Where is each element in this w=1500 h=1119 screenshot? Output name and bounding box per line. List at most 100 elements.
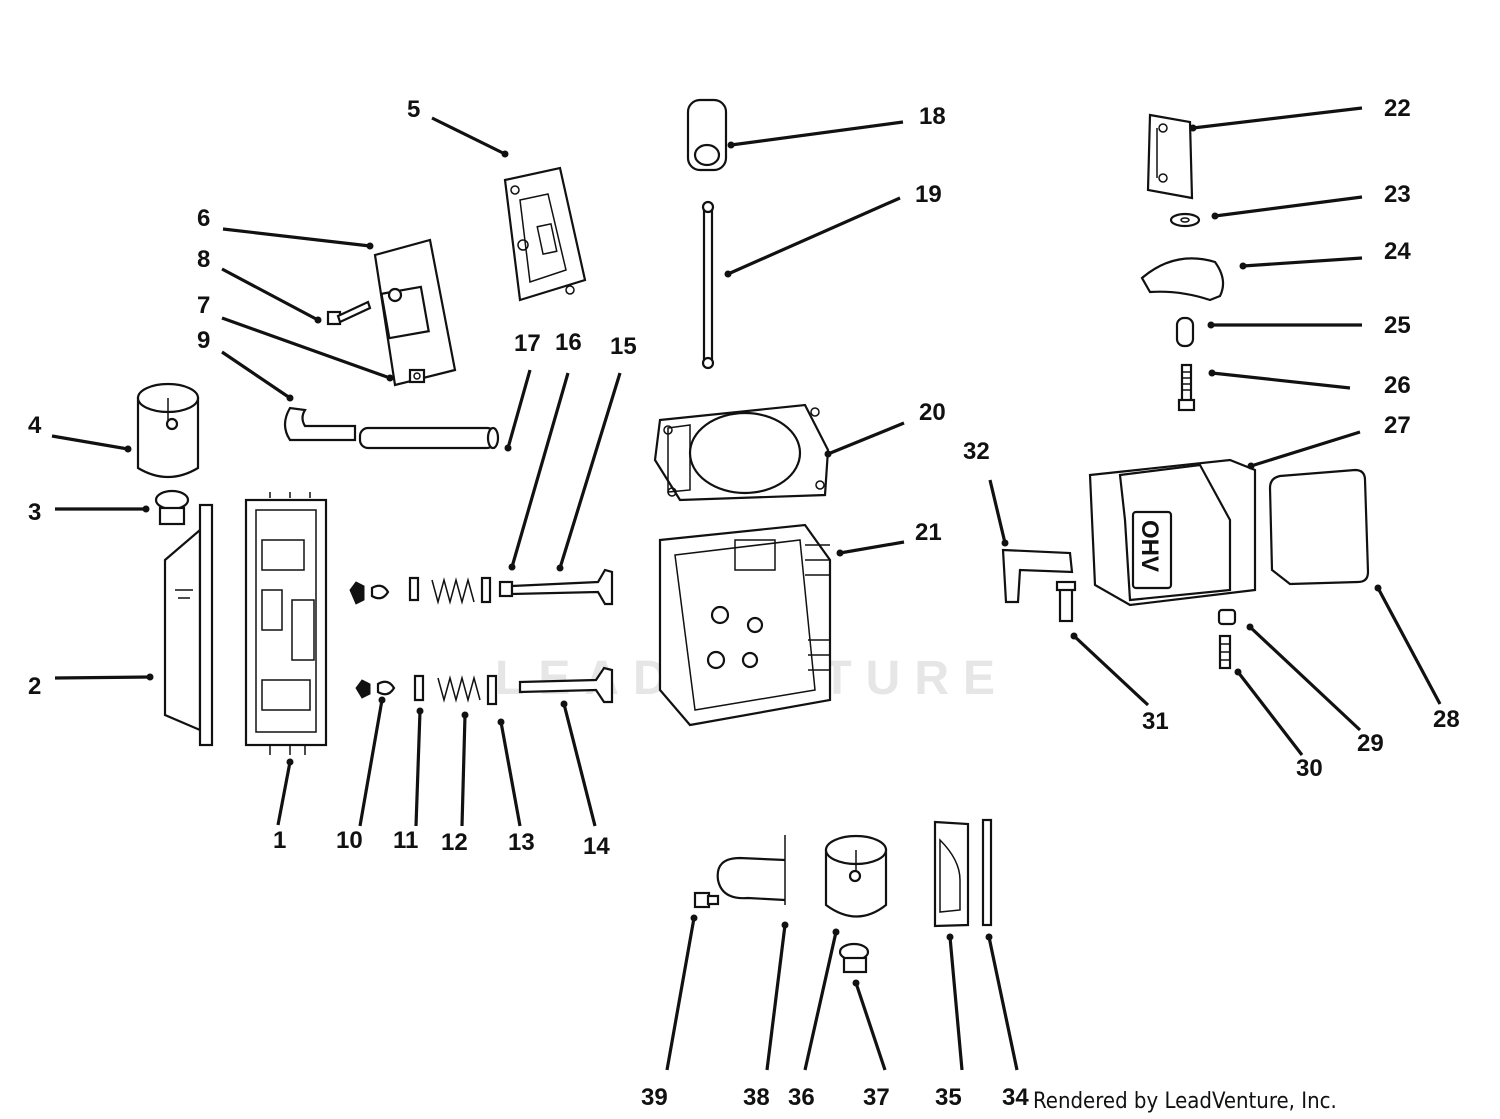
part-label-9: 9 [197, 327, 210, 354]
leader-dot-3 [142, 505, 150, 513]
leader-line-28 [1376, 587, 1442, 705]
leader-line-35 [948, 936, 964, 1071]
part-label-35: 35 [935, 1084, 962, 1111]
leader-line-23 [1214, 195, 1363, 218]
part-label-17: 17 [514, 330, 541, 357]
part-label-13: 13 [508, 829, 535, 856]
leader-line-22 [1192, 106, 1363, 130]
part-label-26: 26 [1384, 372, 1411, 399]
part-label-24: 24 [1384, 238, 1411, 265]
leader-dot-14 [560, 700, 568, 708]
valve-train-lower-drawing [355, 666, 614, 706]
part-17-drawing [358, 426, 500, 450]
part-label-38: 38 [743, 1084, 770, 1111]
part-39-drawing [693, 891, 720, 909]
part-9-drawing [283, 406, 357, 442]
part-label-4: 4 [28, 412, 42, 439]
leader-line-4 [51, 434, 129, 451]
part-29-drawing [1217, 608, 1237, 626]
part-label-2: 2 [28, 673, 41, 700]
leader-line-26 [1211, 371, 1351, 390]
part-label-23: 23 [1384, 181, 1411, 208]
leader-line-39 [665, 917, 696, 1071]
part-22-drawing [1146, 113, 1194, 200]
part-28-drawing [1268, 468, 1370, 586]
leader-line-12 [460, 714, 467, 827]
leader-line-19 [727, 196, 901, 276]
part-number-labels: 1 2 3 4 5 6 7 8 9 10 11 12 13 14 15 16 1… [28, 95, 1460, 1111]
part-label-8: 8 [197, 246, 210, 273]
leader-dot-36 [832, 928, 840, 936]
part-2-drawing [163, 503, 214, 747]
part-label-3: 3 [28, 499, 41, 526]
part-label-39: 39 [641, 1084, 668, 1111]
part-34-drawing [981, 818, 993, 927]
part-6-drawing [373, 238, 457, 387]
leader-dot-20 [824, 450, 832, 458]
leader-line-13 [499, 721, 522, 827]
part-36-drawing [824, 834, 888, 918]
part-label-14: 14 [583, 833, 610, 860]
leader-dot-30 [1234, 668, 1242, 676]
leader-dot-1 [286, 758, 294, 766]
part-7-drawing [408, 368, 426, 384]
part-label-22: 22 [1384, 95, 1411, 122]
leader-dot-22 [1189, 124, 1197, 132]
leader-dot-25 [1207, 321, 1215, 329]
leader-dot-27 [1247, 462, 1255, 470]
part-26-drawing [1177, 363, 1196, 412]
leader-line-29 [1248, 625, 1362, 732]
leader-dot-10 [378, 696, 386, 704]
leader-line-9 [221, 350, 291, 400]
leader-line-6 [222, 227, 371, 248]
part-19-drawing [701, 200, 715, 370]
part-31-drawing [1055, 580, 1077, 623]
part-label-34: 34 [1002, 1084, 1029, 1111]
leader-line-18 [730, 120, 904, 147]
part-label-19: 19 [915, 181, 942, 208]
leader-line-16 [510, 372, 570, 568]
part-38-drawing [716, 835, 786, 905]
leader-dot-31 [1070, 632, 1078, 640]
leader-dot-8 [314, 316, 322, 324]
part-label-16: 16 [555, 329, 582, 356]
leader-dot-6 [366, 242, 374, 250]
part-4-drawing [136, 382, 200, 478]
part-27-drawing: OHV [1088, 458, 1257, 607]
part-label-5: 5 [407, 96, 420, 123]
ohv-emblem: OHV [1136, 520, 1163, 572]
leader-line-36 [803, 931, 838, 1071]
part-label-11: 11 [393, 827, 418, 854]
leader-dot-37 [852, 979, 860, 987]
leader-line-38 [765, 924, 787, 1071]
leader-dot-4 [124, 445, 132, 453]
part-20-drawing [653, 403, 830, 502]
part-label-7: 7 [197, 292, 210, 319]
part-label-30: 30 [1296, 755, 1323, 782]
leader-dot-23 [1211, 212, 1219, 220]
leader-dot-26 [1208, 369, 1216, 377]
part-label-6: 6 [197, 205, 210, 232]
part-label-18: 18 [919, 103, 946, 130]
valve-train-upper-drawing [349, 568, 614, 606]
part-label-28: 28 [1433, 706, 1460, 733]
leader-dot-18 [727, 141, 735, 149]
part-label-10: 10 [336, 827, 363, 854]
leader-line-11 [414, 710, 422, 827]
leader-dot-19 [724, 270, 732, 278]
leader-dot-35 [946, 933, 954, 941]
leader-dot-17 [504, 444, 512, 452]
leader-line-10 [358, 699, 384, 827]
leader-line-30 [1236, 671, 1304, 756]
part-label-20: 20 [919, 399, 946, 426]
leader-dot-7 [386, 374, 394, 382]
part-label-29: 29 [1357, 730, 1384, 757]
leader-line-21 [839, 540, 905, 555]
part-label-37: 37 [863, 1084, 890, 1111]
part-30-drawing [1218, 634, 1232, 670]
part-label-15: 15 [610, 333, 637, 360]
leader-dot-39 [690, 914, 698, 922]
leader-dot-5 [501, 150, 509, 158]
part-label-1: 1 [273, 827, 286, 854]
part-label-12: 12 [441, 829, 468, 856]
